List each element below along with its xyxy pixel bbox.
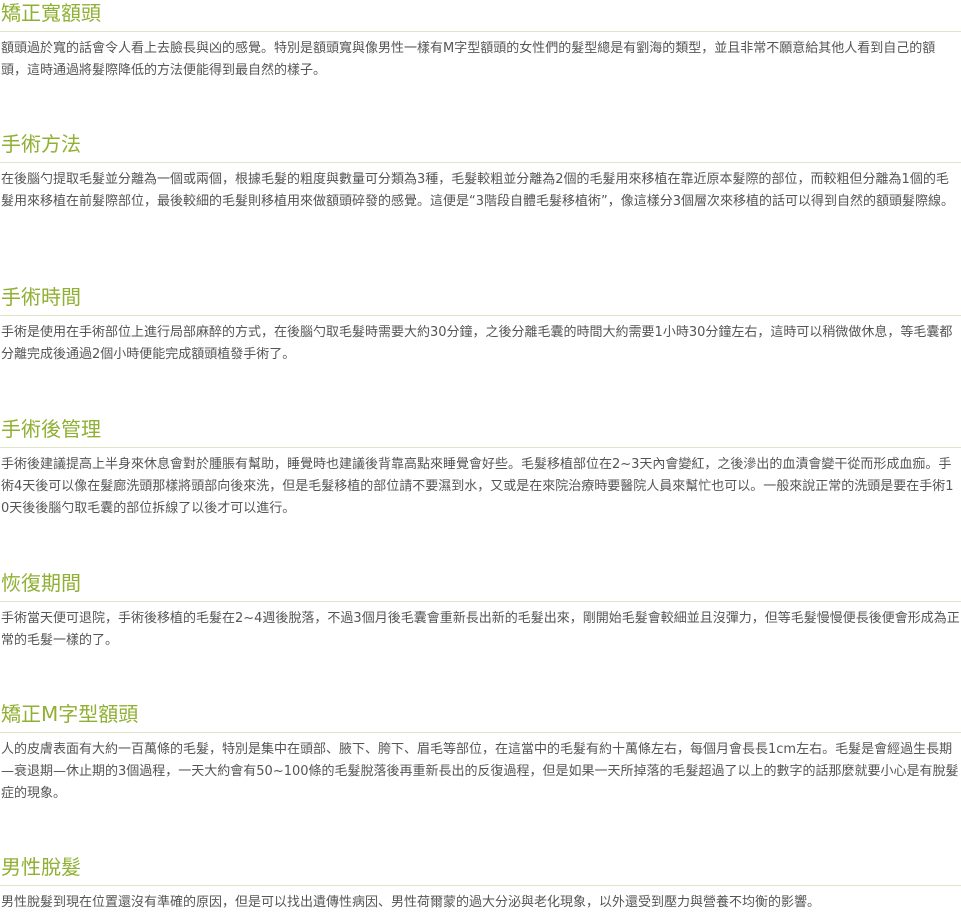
section-body: 手術後建議提高上半身來休息會對於腫脹有幫助，睡覺時也建議後背靠高點來睡覺會好些。… xyxy=(1,457,954,516)
section-body: 手術當天便可退院，手術後移植的毛髮在2~4週後脫落，不過3個月後毛囊會重新長出新… xyxy=(1,611,960,648)
section-title: 矯正寬額頭 xyxy=(0,0,961,32)
section-title: 恢復期間 xyxy=(0,570,961,602)
section-surgery-time: 手術時間 手術是使用在手術部位上進行局部麻醉的方式，在後腦勺取毛髮時需要大約30… xyxy=(0,284,961,366)
section-title: 男性脫髮 xyxy=(0,854,961,886)
section-post-surgery-care: 手術後管理 手術後建議提高上半身來休息會對於腫脹有幫助，睡覺時也建議後背靠高點來… xyxy=(0,416,961,520)
section-title: 手術後管理 xyxy=(0,416,961,448)
section-body: 額頭過於寬的話會令人看上去臉長與凶的感覺。特別是額頭寬與像男性一樣有M字型額頭的… xyxy=(1,41,936,78)
section-title: 矯正M字型額頭 xyxy=(0,701,961,733)
section-title: 手術時間 xyxy=(0,284,961,316)
section-surgery-method: 手術方法 在後腦勺提取毛髮並分離為一個或兩個，根據毛髮的粗度與數量可分類為3種，… xyxy=(0,131,961,213)
section-forehead-correction: 矯正寬額頭 額頭過於寬的話會令人看上去臉長與凶的感覺。特別是額頭寬與像男性一樣有… xyxy=(0,0,961,82)
section-male-hair-loss: 男性脫髮 男性脫髮到現在位置還沒有準確的原因，但是可以找出遺傳性病因、男性荷爾蒙… xyxy=(0,854,961,914)
section-body: 手術是使用在手術部位上進行局部麻醉的方式，在後腦勺取毛髮時需要大約30分鐘，之後… xyxy=(1,325,953,362)
section-body: 男性脫髮到現在位置還沒有準確的原因，但是可以找出遺傳性病因、男性荷爾蒙的過大分泌… xyxy=(1,895,821,910)
section-recovery-period: 恢復期間 手術當天便可退院，手術後移植的毛髮在2~4週後脫落，不過3個月後毛囊會… xyxy=(0,570,961,652)
section-body: 人的皮膚表面有大約一百萬條的毛髮，特別是集中在頭部、腋下、胯下、眉毛等部位，在這… xyxy=(1,742,959,801)
section-m-shaped-forehead: 矯正M字型額頭 人的皮膚表面有大約一百萬條的毛髮，特別是集中在頭部、腋下、胯下、… xyxy=(0,701,961,805)
section-title: 手術方法 xyxy=(0,131,961,163)
section-body: 在後腦勺提取毛髮並分離為一個或兩個，根據毛髮的粗度與數量可分類為3種，毛髮較粗並… xyxy=(1,172,955,209)
